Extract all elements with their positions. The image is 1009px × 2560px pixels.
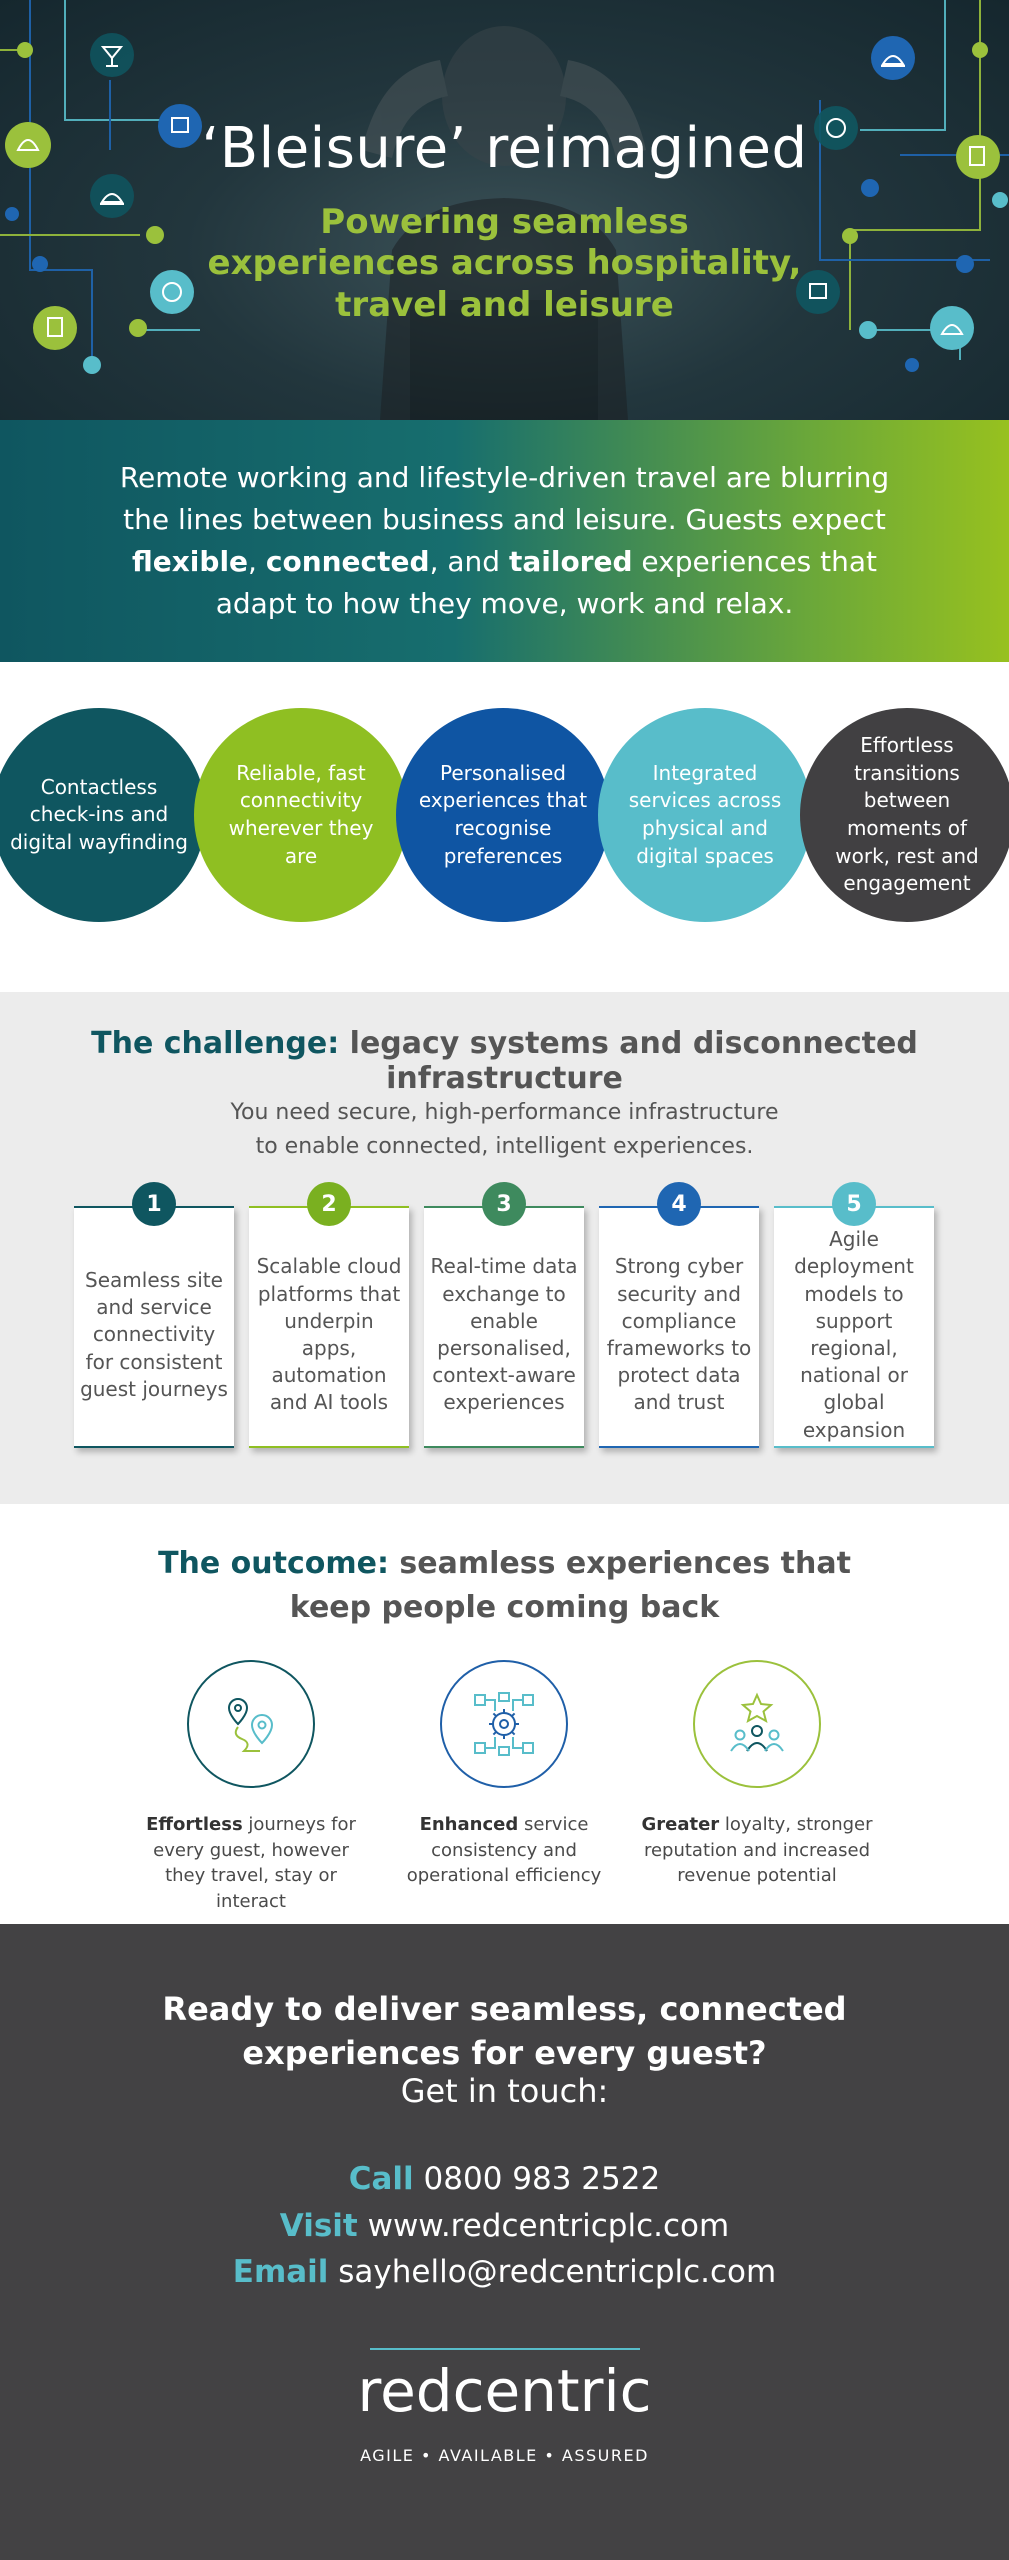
hero-subtitle: Powering seamless experiences across hos… (0, 202, 1009, 326)
cta-section: Ready to deliver seamless, connected exp… (0, 1924, 1009, 2560)
challenge-subtitle-line: to enable connected, intelligent experie… (255, 1134, 754, 1160)
step-card: 3 Real-time data exchange to enable pers… (424, 1182, 584, 1448)
challenge-section: The challenge: legacy systems and discon… (0, 992, 1009, 1504)
hero-banner: ‘Bleisure’ reimagined Powering seamless … (0, 0, 1009, 420)
outcome-icon-ring (693, 1660, 821, 1788)
step-number: 5 (832, 1182, 876, 1226)
contact-list: Call 0800 983 2522 Visit www.redcentricp… (0, 2156, 1009, 2296)
star-people-icon (730, 1692, 784, 1752)
expectation-circles: Contactless check-ins and digital wayfin… (0, 662, 1009, 992)
step-card: 4 Strong cyber security and compliance f… (599, 1182, 759, 1448)
contact-call[interactable]: Call 0800 983 2522 (0, 2156, 1009, 2203)
contact-visit-value: www.redcentricplc.com (357, 2207, 730, 2244)
step-number: 4 (657, 1182, 701, 1226)
challenge-subtitle: You need secure, high-performance infras… (0, 1096, 1009, 1164)
hero-subtitle-line: experiences across hospitality, (207, 243, 802, 284)
outcome-item: Greater loyalty, stronger reputation and… (637, 1660, 877, 1889)
intro-paragraph: Remote working and lifestyle-driven trav… (105, 457, 905, 625)
hero-text: ‘Bleisure’ reimagined Powering seamless … (0, 118, 1009, 326)
intro-bold-connected: connected (265, 545, 430, 578)
logo-tagline: AGILE • AVAILABLE • ASSURED (360, 2445, 649, 2465)
step-number: 2 (307, 1182, 351, 1226)
logo-wordmark: redcentric (357, 2357, 652, 2425)
step-number: 3 (482, 1182, 526, 1226)
challenge-steps: 1 Seamless site and service connectivity… (74, 1182, 936, 1450)
outcome-caption: Greater loyalty, stronger reputation and… (637, 1812, 877, 1889)
step-text: Real-time data exchange to enable person… (430, 1254, 578, 1415)
hero-title: ‘Bleisure’ reimagined (201, 116, 808, 181)
intro-bold-flexible: flexible (132, 545, 249, 578)
intro-bold-tailored: tailored (508, 545, 633, 578)
contact-visit[interactable]: Visit www.redcentricplc.com (0, 2203, 1009, 2250)
outcome-title-line: keep people coming back (289, 1589, 720, 1625)
circle-connectivity: Reliable, fast connectivity wherever the… (194, 708, 408, 922)
challenge-title: The challenge: legacy systems and discon… (0, 1026, 1009, 1096)
challenge-subtitle-line: You need secure, high-performance infras… (230, 1100, 779, 1125)
outcome-icon-ring (187, 1660, 315, 1788)
hero-subtitle-line: travel and leisure (335, 284, 674, 325)
outcome-title-highlight: The outcome: (158, 1546, 389, 1581)
outcome-item: Effortless journeys for every guest, how… (131, 1660, 371, 1914)
hero-subtitle-line: Powering seamless (320, 201, 689, 242)
contact-call-label: Call (348, 2161, 414, 2197)
contact-visit-label: Visit (279, 2207, 358, 2244)
challenge-title-highlight: The challenge: (91, 1026, 340, 1061)
circle-integrated: Integrated services across physical and … (598, 708, 812, 922)
intro-text: experiences that adapt to how they move,… (215, 545, 877, 620)
outcome-caption: Effortless journeys for every guest, how… (131, 1812, 371, 1914)
redcentric-logo: redcentric AGILE • AVAILABLE • ASSURED (0, 2348, 1009, 2465)
cta-get-in-touch: Get in touch: (400, 2072, 609, 2110)
intro-text: Remote working and lifestyle-driven trav… (119, 461, 890, 536)
cta-heading-line: experiences for every guest? (242, 2033, 767, 2072)
intro-band: Remote working and lifestyle-driven trav… (0, 420, 1009, 662)
step-card: 2 Scalable cloud platforms that underpin… (249, 1182, 409, 1448)
outcome-item: Enhanced service consistency and operati… (384, 1660, 624, 1889)
step-card: 1 Seamless site and service connectivity… (74, 1182, 234, 1448)
challenge-title-rest: legacy systems and disconnected infrastr… (339, 1026, 918, 1096)
outcome-caption-bold: Enhanced (419, 1814, 519, 1835)
map-pins-icon (227, 1697, 274, 1752)
step-text: Seamless site and service connectivity f… (80, 1268, 228, 1401)
step-number: 1 (132, 1182, 176, 1226)
intro-separator: , (248, 545, 266, 578)
cta-heading: Ready to deliver seamless, connected exp… (0, 1988, 1009, 2075)
outcome-caption: Enhanced service consistency and operati… (384, 1812, 624, 1889)
contact-email-label: Email (232, 2254, 329, 2290)
circle-personalised: Personalised experiences that recognise … (396, 708, 610, 922)
step-card: 5 Agile deployment models to support reg… (774, 1182, 934, 1448)
logo-rule (369, 2348, 640, 2350)
outcome-caption-bold: Greater (641, 1814, 720, 1835)
outcome-caption-bold: Effortless (146, 1814, 243, 1835)
person-silhouette (362, 26, 646, 420)
contact-email[interactable]: Email sayhello@redcentricplc.com (0, 2249, 1009, 2296)
step-text: Agile deployment models to support regio… (794, 1227, 914, 1442)
outcome-caption-text: journeys for every guest, however they t… (153, 1814, 356, 1912)
outcome-title-line: The outcome: seamless experiences that (0, 1542, 1009, 1586)
intro-separator: , and (429, 545, 509, 578)
contact-call-value: 0800 983 2522 (413, 2161, 661, 2197)
step-text: Strong cyber security and compliance fra… (606, 1254, 752, 1415)
contact-email-value: sayhello@redcentricplc.com (328, 2254, 777, 2290)
circle-contactless: Contactless check-ins and digital wayfin… (0, 708, 206, 922)
cta-heading-line: Ready to deliver seamless, connected (162, 1990, 847, 2028)
hero-background-graphic (0, 0, 1009, 420)
outcome-caption-text: service consistency and operational effi… (406, 1814, 602, 1887)
outcome-title-rest: seamless experiences that (388, 1546, 851, 1581)
outcome-icon-ring (440, 1660, 568, 1788)
outcome-section: The outcome: seamless experiences that k… (0, 1504, 1009, 1924)
gear-network-icon (474, 1692, 534, 1756)
step-text: Scalable cloud platforms that underpin a… (256, 1254, 402, 1415)
outcome-caption-text: loyalty, stronger reputation and increas… (643, 1814, 873, 1887)
outcome-items: Effortless journeys for every guest, how… (0, 1660, 1009, 1912)
outcome-title: The outcome: seamless experiences that k… (0, 1542, 1009, 1629)
circle-transitions: Effortless transitions between moments o… (800, 708, 1009, 922)
